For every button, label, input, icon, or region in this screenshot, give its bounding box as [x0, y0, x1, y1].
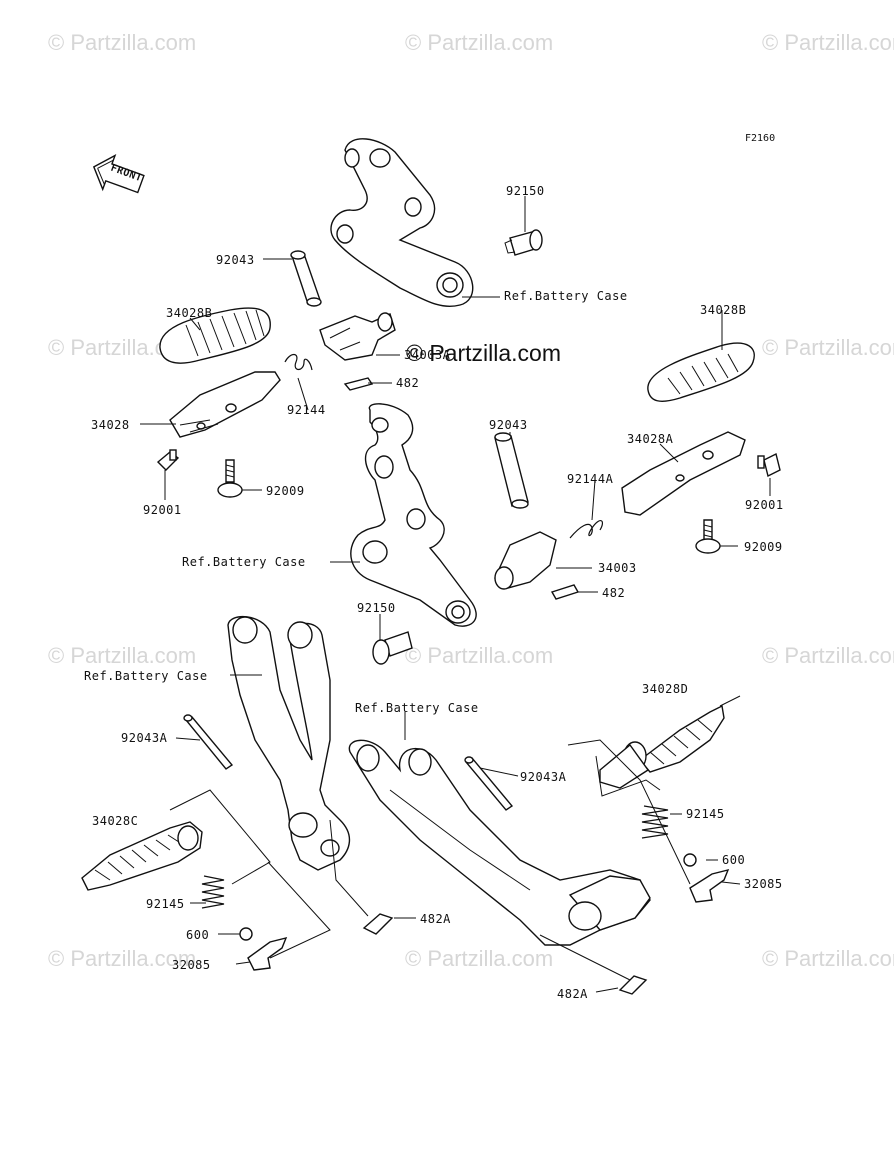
holder-34003	[494, 531, 557, 590]
lower-left-bracket	[227, 615, 351, 871]
diagram-code: F2160	[745, 133, 776, 144]
leader-lines	[140, 196, 771, 993]
label-34028c: 34028C	[92, 814, 139, 828]
label-ref-battery-case-lower-right: Ref.Battery Case	[355, 701, 479, 715]
label-92150-mid: 92150	[357, 601, 396, 615]
label-92144a: 92144A	[567, 472, 614, 486]
bolt-92150-mid	[372, 631, 413, 665]
clip-482a-left	[362, 913, 394, 935]
label-92150-top: 92150	[506, 184, 545, 198]
label-92001-left: 92001	[143, 503, 182, 517]
label-92001-right: 92001	[745, 498, 784, 512]
watermark: © Partzilla.com	[48, 946, 197, 971]
pin-92043-mid	[494, 432, 529, 509]
label-34028: 34028	[91, 418, 130, 432]
watermark: © Partzilla.com	[405, 946, 554, 971]
label-92145-left: 92145	[146, 897, 185, 911]
bolt-92001-left	[156, 449, 180, 471]
label-ref-battery-case-lower-left: Ref.Battery Case	[84, 669, 208, 683]
label-92009-right: 92009	[744, 540, 783, 554]
label-482a-bottom: 482A	[557, 987, 588, 1001]
label-92009-left: 92009	[266, 484, 305, 498]
holder-34003a	[319, 312, 396, 361]
watermark: © Partzilla.com	[48, 643, 197, 668]
ball-600-right	[683, 853, 697, 867]
label-ref-battery-case-top: Ref.Battery Case	[504, 289, 628, 303]
lower-right-bracket	[348, 739, 651, 946]
label-600-left: 600	[186, 928, 210, 942]
label-92144: 92144	[287, 403, 326, 417]
label-32085-left: 32085	[172, 958, 211, 972]
upper-bracket	[330, 138, 474, 307]
clip-482-mid	[550, 584, 580, 600]
label-92043-mid: 92043	[489, 418, 528, 432]
label-34028b-left: 34028B	[166, 306, 213, 320]
label-32085-right: 32085	[744, 877, 783, 891]
label-ref-battery-case-mid: Ref.Battery Case	[182, 555, 306, 569]
label-34028b-right: 34028B	[700, 303, 747, 317]
label-92145-right: 92145	[686, 807, 725, 821]
clip-482-top	[343, 377, 374, 391]
bolt-92001-right	[757, 452, 781, 478]
spring-92144a	[569, 520, 604, 539]
label-482a-left: 482A	[420, 912, 451, 926]
watermark: © Partzilla.com	[405, 30, 554, 55]
spring-92145-right	[641, 805, 669, 839]
spring-92144	[284, 353, 313, 371]
label-482-top: 482	[396, 376, 420, 390]
bolt-92009-left	[217, 459, 243, 498]
pin-92043a-left	[183, 714, 234, 770]
label-482-mid: 482	[602, 586, 626, 600]
ball-600-left	[239, 927, 253, 941]
watermark: © Partzilla.com	[762, 643, 894, 668]
watermark: © Partzilla.com	[762, 946, 894, 971]
center-watermark: © Partzilla.com	[406, 340, 561, 366]
rubber-34028c-left	[81, 821, 203, 891]
label-34003a: 34003A	[404, 348, 451, 362]
watermark: © Partzilla.com	[48, 30, 197, 55]
watermark: © Partzilla.com	[762, 335, 894, 360]
rubber-34028d-right	[599, 704, 725, 789]
label-34028a: 34028A	[627, 432, 674, 446]
watermark: © Partzilla.com	[405, 643, 554, 668]
bolt-92009-right	[695, 519, 721, 554]
footpeg-34028-left	[159, 307, 281, 438]
label-92043-top: 92043	[216, 253, 255, 267]
spring-92145-left	[201, 875, 225, 909]
label-34003: 34003	[598, 561, 637, 575]
label-600-right: 600	[722, 853, 746, 867]
footpeg-34028a-right	[621, 342, 755, 516]
pin-92043a-right	[464, 756, 514, 811]
pin-92043-top	[290, 250, 322, 307]
label-34028d: 34028D	[642, 682, 689, 696]
plate-32085-left	[247, 936, 288, 971]
watermark: © Partzilla.com	[762, 30, 894, 55]
plate-32085-right	[689, 868, 730, 903]
label-92043a-left: 92043A	[121, 731, 168, 745]
label-92043a-right: 92043A	[520, 770, 567, 784]
front-arrow-icon	[92, 153, 145, 194]
bolt-92150-top	[504, 229, 543, 256]
clip-482a-bottom	[618, 975, 648, 995]
middle-bracket	[350, 403, 477, 627]
